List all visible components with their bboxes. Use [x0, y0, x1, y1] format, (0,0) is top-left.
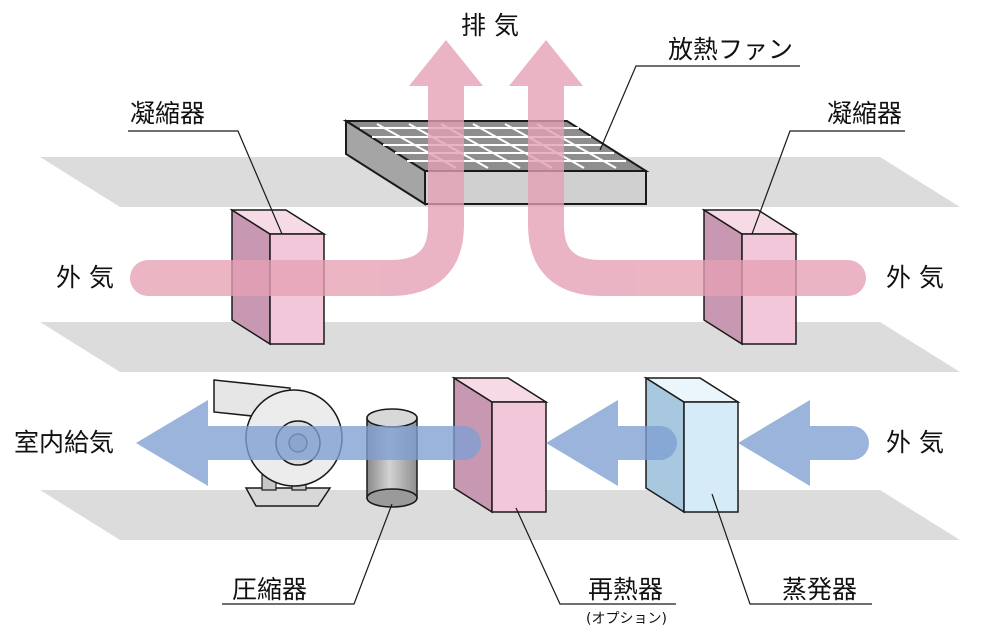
supply-airflow — [136, 400, 869, 486]
outside-air-right-label: 外 気 — [886, 263, 944, 292]
leader-condenser-right — [751, 130, 905, 235]
leader-condenser-left — [128, 130, 283, 235]
indoor-supply-label: 室内給気 — [14, 428, 115, 457]
reheater-note-label: (オプション) — [586, 611, 667, 627]
exhaust-label: 排 気 — [461, 11, 519, 40]
condenser-right-label: 凝縮器 — [827, 99, 903, 128]
middle-plate — [40, 322, 960, 372]
leader-evaporator — [711, 493, 872, 605]
reheater — [451, 376, 549, 514]
outside-air-lower-label: 外 気 — [886, 428, 944, 457]
evaporator-label: 蒸発器 — [782, 575, 858, 604]
exhaust-airflow — [130, 40, 866, 296]
leader-compressor — [222, 503, 393, 605]
condenser-left-label: 凝縮器 — [130, 99, 206, 128]
reheater-label: 再熱器 — [588, 575, 664, 604]
outside-air-left-label: 外 気 — [56, 263, 114, 292]
leader-radiator-fan — [599, 65, 800, 151]
leader-reheater — [515, 507, 676, 605]
compressor-label: 圧縮器 — [232, 575, 308, 604]
radiator-fan-label: 放熱ファン — [668, 35, 794, 64]
